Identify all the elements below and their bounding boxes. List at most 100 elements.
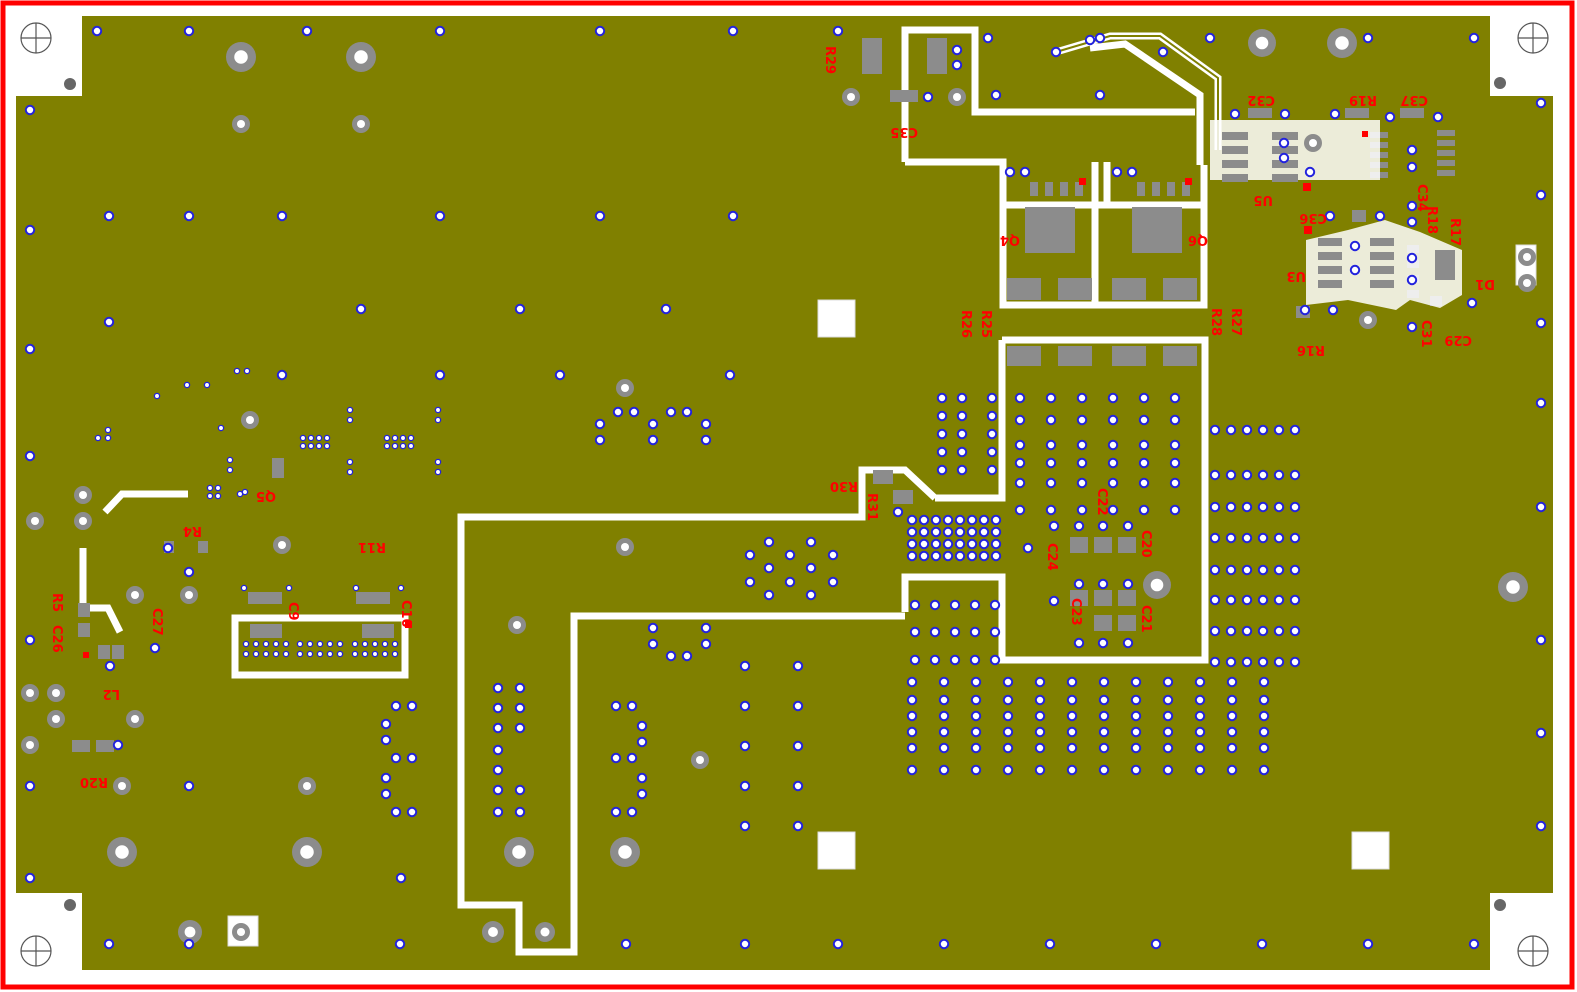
via <box>1107 392 1119 404</box>
via <box>792 780 804 792</box>
via <box>956 446 968 458</box>
via <box>1162 710 1174 722</box>
via <box>24 780 36 792</box>
plated-hole-bore <box>131 591 139 599</box>
micro-via <box>383 442 391 450</box>
via <box>1466 297 1478 309</box>
micro-via <box>383 434 391 442</box>
via <box>938 742 950 754</box>
via <box>24 450 36 462</box>
via <box>1097 637 1109 649</box>
via <box>930 526 942 538</box>
via <box>1256 938 1268 950</box>
via <box>1014 414 1026 426</box>
via <box>986 410 998 422</box>
via <box>951 44 963 56</box>
via <box>1138 504 1150 516</box>
via <box>492 744 504 756</box>
micro-via <box>391 640 399 648</box>
via <box>1362 938 1374 950</box>
via <box>970 742 982 754</box>
via <box>1225 594 1237 606</box>
via <box>1406 252 1418 264</box>
via <box>1273 656 1285 668</box>
via <box>1048 595 1060 607</box>
plated-hole-bore <box>1523 253 1531 261</box>
via <box>1535 97 1547 109</box>
plated-hole-bore <box>303 782 311 790</box>
micro-via <box>361 650 369 658</box>
mounting-hole-bore <box>1335 36 1349 50</box>
micro-via <box>203 381 211 389</box>
via <box>700 638 712 650</box>
label-c29: C29 <box>1444 332 1472 347</box>
via <box>1066 764 1078 776</box>
label-c37: C37 <box>1400 92 1428 107</box>
micro-via <box>371 640 379 648</box>
micro-via <box>252 650 260 658</box>
via <box>1209 656 1221 668</box>
via <box>1362 32 1374 44</box>
mounting-hole-bore <box>512 845 526 859</box>
via <box>1138 392 1150 404</box>
micro-via <box>361 640 369 648</box>
via <box>1289 532 1301 544</box>
via-field <box>24 25 1547 950</box>
micro-via <box>226 466 234 474</box>
micro-via <box>262 650 270 658</box>
via <box>918 526 930 538</box>
plated-hole-bore <box>26 741 34 749</box>
keepout-region-d1 <box>1306 220 1462 310</box>
via <box>1045 477 1057 489</box>
via <box>1150 938 1162 950</box>
via <box>594 25 606 37</box>
micro-via <box>336 650 344 658</box>
label-r25: R25 <box>978 310 993 338</box>
via <box>956 410 968 422</box>
via <box>162 542 174 554</box>
plated-hole-bore <box>237 120 245 128</box>
label-u5: U5 <box>1253 192 1273 207</box>
micro-via <box>94 434 102 442</box>
via <box>1194 726 1206 738</box>
plated-hole-bore <box>357 120 365 128</box>
via <box>1226 676 1238 688</box>
plated-hole-bore <box>847 93 855 101</box>
via <box>647 622 659 634</box>
plated-hole-bore <box>52 715 60 723</box>
via <box>1535 317 1547 329</box>
via <box>1289 625 1301 637</box>
micro-via <box>262 640 270 648</box>
micro-via <box>306 650 314 658</box>
label-c32: C32 <box>1247 92 1275 107</box>
via <box>956 392 968 404</box>
via <box>970 764 982 776</box>
via <box>1098 742 1110 754</box>
via <box>990 550 1002 562</box>
label-r19: R19 <box>1349 92 1377 107</box>
via <box>1273 625 1285 637</box>
label-c23: C23 <box>1068 598 1083 626</box>
via <box>832 938 844 950</box>
via <box>1048 520 1060 532</box>
label-r5: R5 <box>49 593 64 612</box>
via <box>938 710 950 722</box>
via <box>492 722 504 734</box>
via <box>91 25 103 37</box>
via <box>954 514 966 526</box>
via <box>1066 726 1078 738</box>
via <box>406 700 418 712</box>
via <box>1122 578 1134 590</box>
via <box>1130 694 1142 706</box>
via <box>1209 532 1221 544</box>
via <box>620 938 632 950</box>
via <box>784 576 796 588</box>
mounting-hole-bore <box>540 927 550 937</box>
reference-designators: R29 C35 C32 R19 C37 U5 C36 C34 R18 R17 U… <box>49 46 1495 789</box>
micro-via <box>285 584 293 592</box>
via <box>1022 542 1034 554</box>
micro-via <box>399 434 407 442</box>
via <box>1374 210 1386 222</box>
via <box>1094 89 1106 101</box>
via <box>1169 504 1181 516</box>
